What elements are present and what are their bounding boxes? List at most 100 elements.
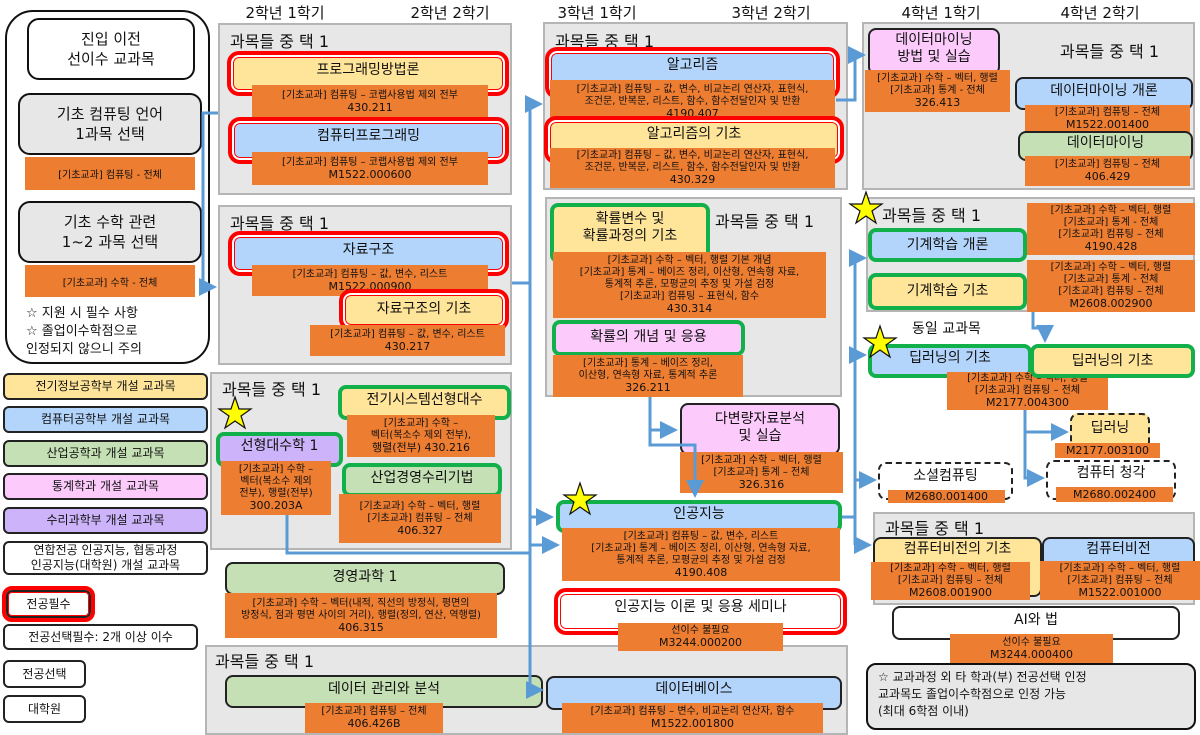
course-code: 4190.407	[666, 106, 719, 120]
prerequisite-line: [기초교과] 컴퓨팅 – 전체	[367, 512, 473, 524]
course-prerequisites: [기초교과] 컴퓨팅 – 값, 변수, 리스트[기초교과] 통계 – 베이즈 정…	[562, 528, 840, 581]
prerequisite-line: 선이수 불필요	[1002, 636, 1061, 648]
course-title: 확률변수 및 확률과정의 기초	[582, 210, 678, 244]
course-code: M1522.000900	[328, 279, 412, 293]
group-title: 과목들 중 택 1	[1060, 42, 1160, 61]
legend-item: 전공필수	[2, 586, 95, 622]
footnote-box: ☆ 교과과정 외 타 학과(부) 전공선택 인정 교과목도 졸업이수학점으로 인…	[866, 663, 1196, 730]
group-title: 과목들 중 택 1	[215, 652, 315, 671]
prerequisite-line: [기초교과] 컴퓨팅 – 전체	[1054, 159, 1161, 170]
course-box-c19[interactable]	[1015, 77, 1193, 110]
semester-header: 2학년 2학기	[410, 4, 490, 22]
course-title: 확률의 개념 및 응용	[590, 329, 707, 345]
course-box-c24[interactable]	[1030, 344, 1195, 378]
course-box-c14[interactable]	[552, 320, 745, 356]
course-box-c22[interactable]	[868, 273, 1027, 310]
course-title: 선형대수학 1	[240, 438, 319, 454]
course-prerequisites: M2177.003100	[1055, 443, 1160, 458]
prerequisite-line: [기초교과] 컴퓨팅 – 코랩사용법 제외 전부	[282, 89, 458, 101]
course-code: 406.429	[1084, 170, 1131, 183]
course-title: 컴퓨터 청각	[1076, 465, 1146, 481]
course-code: 4190.428	[1084, 240, 1138, 253]
course-code: 326.413	[914, 96, 961, 109]
course-code: M2177.003100	[1066, 443, 1149, 457]
course-title: 데이터마이닝	[1066, 135, 1145, 151]
course-title: AI와 법	[1014, 611, 1058, 628]
course-code: 4190.408	[674, 565, 728, 579]
course-box-c15[interactable]	[680, 403, 840, 455]
course-title: 인공지능	[673, 505, 725, 522]
group-title: 과목들 중 택 1	[882, 206, 982, 225]
prerequisite-line: [기초교과] 컴퓨팅 – 값, 변수, 비교논리 연산자, 표현식,	[576, 83, 809, 95]
course-code: M2177.004300	[986, 396, 1069, 409]
course-code: M1522.001800	[651, 717, 734, 730]
legend-item: 연합전공 인공지능, 협동과정 인공지능(대학원) 개설 교과목	[3, 541, 208, 575]
course-title: 딥러닝의 기초	[909, 349, 991, 366]
legend-item: 전공선택필수: 2개 이상 이수	[3, 624, 198, 650]
basic-math-detail: [기초교과] 수학 - 전체	[25, 265, 195, 297]
prerequisite-line: [기초교과] 수학 – 벡터, 행렬	[359, 500, 481, 512]
prerequisite-line: [기초교과] 수학 – 벡터, 행렬	[1050, 205, 1172, 216]
arrow-line	[1031, 312, 1054, 343]
prerequisite-line: [기초교과] 수학 – 벡터, 행렬	[877, 73, 998, 84]
prerequisite-line: [기초교과] 수학 – 벡터, 행렬	[967, 373, 1088, 384]
prerequisite-line: 조건문, 반복문, 리스트, 함수, 함수전달인자 및 반환	[584, 95, 801, 107]
legend-item: 산업공학과 개설 교과목	[3, 440, 208, 467]
basic-computing-box: 기초 컴퓨팅 언어 1과목 선택	[18, 93, 202, 155]
prerequisite-line: [기초교과] 컴퓨팅 – 전체	[1058, 286, 1164, 297]
course-prerequisites: [기초교과] 컴퓨팅 – 값, 변수, 비교논리 연산자, 표현식,조건문, 반…	[550, 80, 835, 123]
prerequisite-line: 전부), 행렬(전부)	[239, 488, 313, 499]
course-code: M1522.001400	[1066, 118, 1149, 131]
footnote-line: (최대 6학점 이내)	[878, 704, 969, 718]
prerequisite-line: [기초교과] 통계 – 베이즈 정리, 이산형, 연속형 자료,	[591, 542, 811, 554]
course-title: 데이터마이닝 방법 및 실습	[895, 32, 973, 65]
course-code: M1522.000600	[328, 167, 412, 181]
prerequisite-line: [기초교과] 컴퓨팅 – 전체	[321, 706, 427, 717]
course-code: 300.203A	[249, 499, 303, 512]
course-box-c21[interactable]	[868, 228, 1027, 262]
semester-header: 4학년 2학기	[1060, 4, 1140, 22]
group-title: 과목들 중 택 1	[715, 212, 815, 231]
prerequisite-line: [기초교과] 수학 –	[238, 464, 314, 475]
course-title: 데이터베이스	[655, 681, 733, 697]
semester-header: 2학년 1학기	[245, 4, 325, 22]
course-title: 경영과학 1	[332, 569, 398, 585]
course-title: 알고리즘의 기초	[646, 125, 742, 142]
course-title: 데이터마이닝 개론	[1050, 82, 1158, 99]
course-code: M2608.002900	[1069, 297, 1153, 310]
prerequisite-line: 벡터(복소수 제외 전부),	[370, 430, 472, 441]
course-box-c9[interactable]	[225, 675, 543, 708]
legend-item: 대학원	[3, 695, 86, 723]
course-code: M1522.001000	[1078, 585, 1162, 599]
course-code: 406.426B	[347, 717, 401, 730]
prerequisite-line: [기초교과] 컴퓨팅 – 전체	[974, 385, 1081, 396]
course-code: 430.211	[347, 100, 393, 114]
prerequisite-title: 진입 이전 선이수 교과목	[27, 18, 195, 80]
group-title: 과목들 중 택 1	[230, 32, 330, 51]
prerequisite-line: 벡터(복소수 제외	[240, 476, 312, 487]
prerequisite-line: 이산형, 연속형 자료, 통계적 추론	[578, 370, 718, 381]
group-title: 과목들 중 택 1	[222, 380, 322, 399]
prerequisite-line: [기초교과] 통계 – 베이즈 정리,	[583, 358, 713, 369]
course-title: 소셜컴퓨팅	[913, 467, 978, 484]
course-prerequisites: M2680.001400	[888, 490, 1005, 503]
course-title: 기계학습 개론	[906, 236, 989, 253]
course-prerequisites: [기초교과] 수학 – 벡터, 행렬[기초교과] 통계 - 전체[기초교과] 컴…	[1027, 203, 1195, 255]
prerequisite-line: [기초교과] 수학 –	[383, 418, 459, 429]
prerequisite-line: [기초교과] 수학 – 벡터, 행렬 기본 개념	[607, 255, 772, 266]
legend-item: 통계학과 개설 교과목	[3, 473, 208, 500]
legend-item: 전공선택	[3, 660, 86, 688]
course-code: M3244.000200	[659, 636, 742, 649]
course-title: 자료구조	[342, 241, 395, 258]
